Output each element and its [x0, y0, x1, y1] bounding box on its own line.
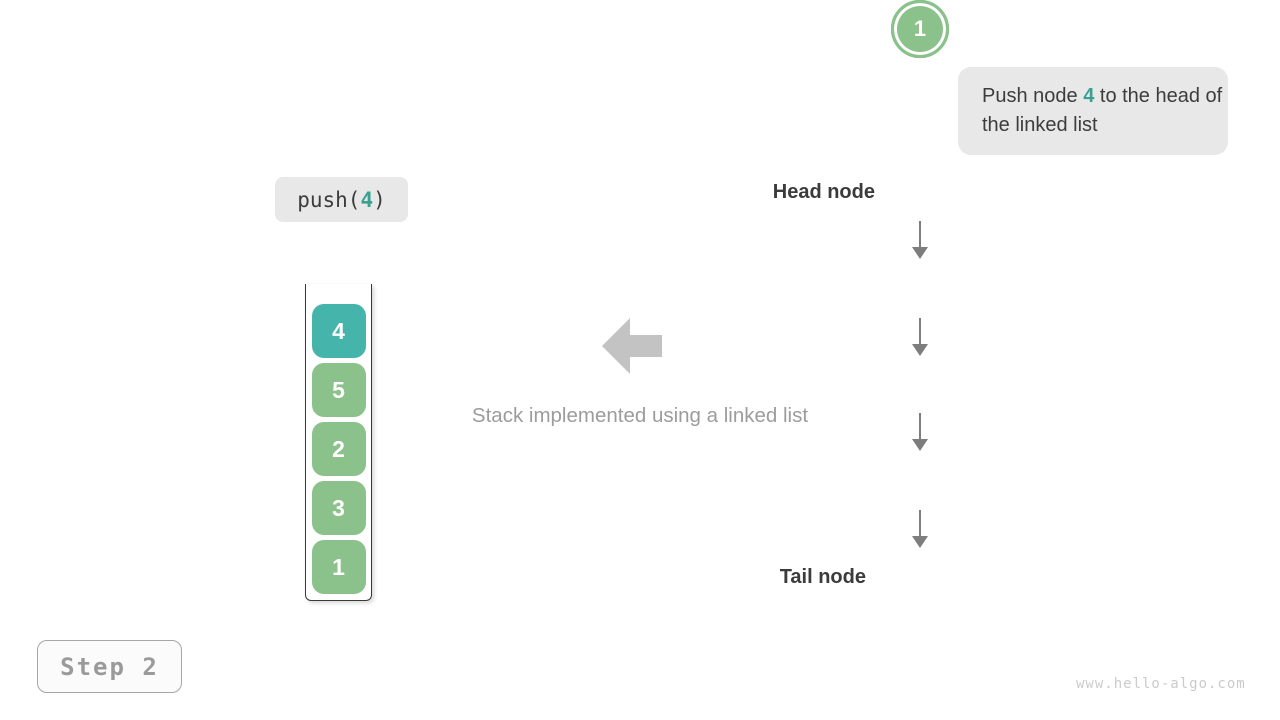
- stack-item: 1: [311, 540, 366, 594]
- diagram-caption: Stack implemented using a linked list: [471, 404, 809, 427]
- step-badge: Step 2: [37, 640, 182, 693]
- operation-suffix: ): [373, 187, 386, 212]
- link-arrow: [912, 510, 928, 548]
- arrow-down-icon: [912, 439, 928, 451]
- callout-text-suffix: to the head of the linked list: [982, 85, 1223, 136]
- head-node-label: Head node: [772, 181, 875, 203]
- arrow-down-icon: [912, 247, 928, 259]
- arrow-down-icon: [912, 344, 928, 356]
- link-arrow: [912, 318, 928, 356]
- push-callout: Push node 4 to the head of the linked li…: [958, 67, 1228, 155]
- link-arrow: [912, 413, 928, 451]
- watermark: www.hello-algo.com: [1076, 676, 1246, 692]
- left-arrow-shape: [602, 318, 662, 374]
- operation-prefix: push(: [297, 187, 361, 212]
- stack-item: 2: [311, 422, 366, 476]
- arrow-down-icon: [912, 536, 928, 548]
- stack-item: 4: [311, 304, 366, 358]
- stack-item: 3: [311, 481, 366, 535]
- tail-node-label: Tail node: [779, 566, 866, 588]
- link-arrow-line: [919, 221, 921, 247]
- link-arrow-line: [919, 413, 921, 439]
- link-arrow: [912, 221, 928, 259]
- callout-highlight-value: 4: [1083, 85, 1095, 107]
- linked-list-node: 1: [891, 0, 949, 58]
- stack-item: 5: [311, 363, 366, 417]
- link-arrow-line: [919, 510, 921, 536]
- operation-arg: 4: [360, 187, 374, 212]
- callout-text-prefix: Push node: [982, 85, 1084, 107]
- left-arrow-icon: [602, 318, 662, 374]
- push-operation-label: push(4): [275, 177, 408, 222]
- stack-container: 4 5 2 3 1: [305, 284, 372, 601]
- link-arrow-line: [919, 318, 921, 344]
